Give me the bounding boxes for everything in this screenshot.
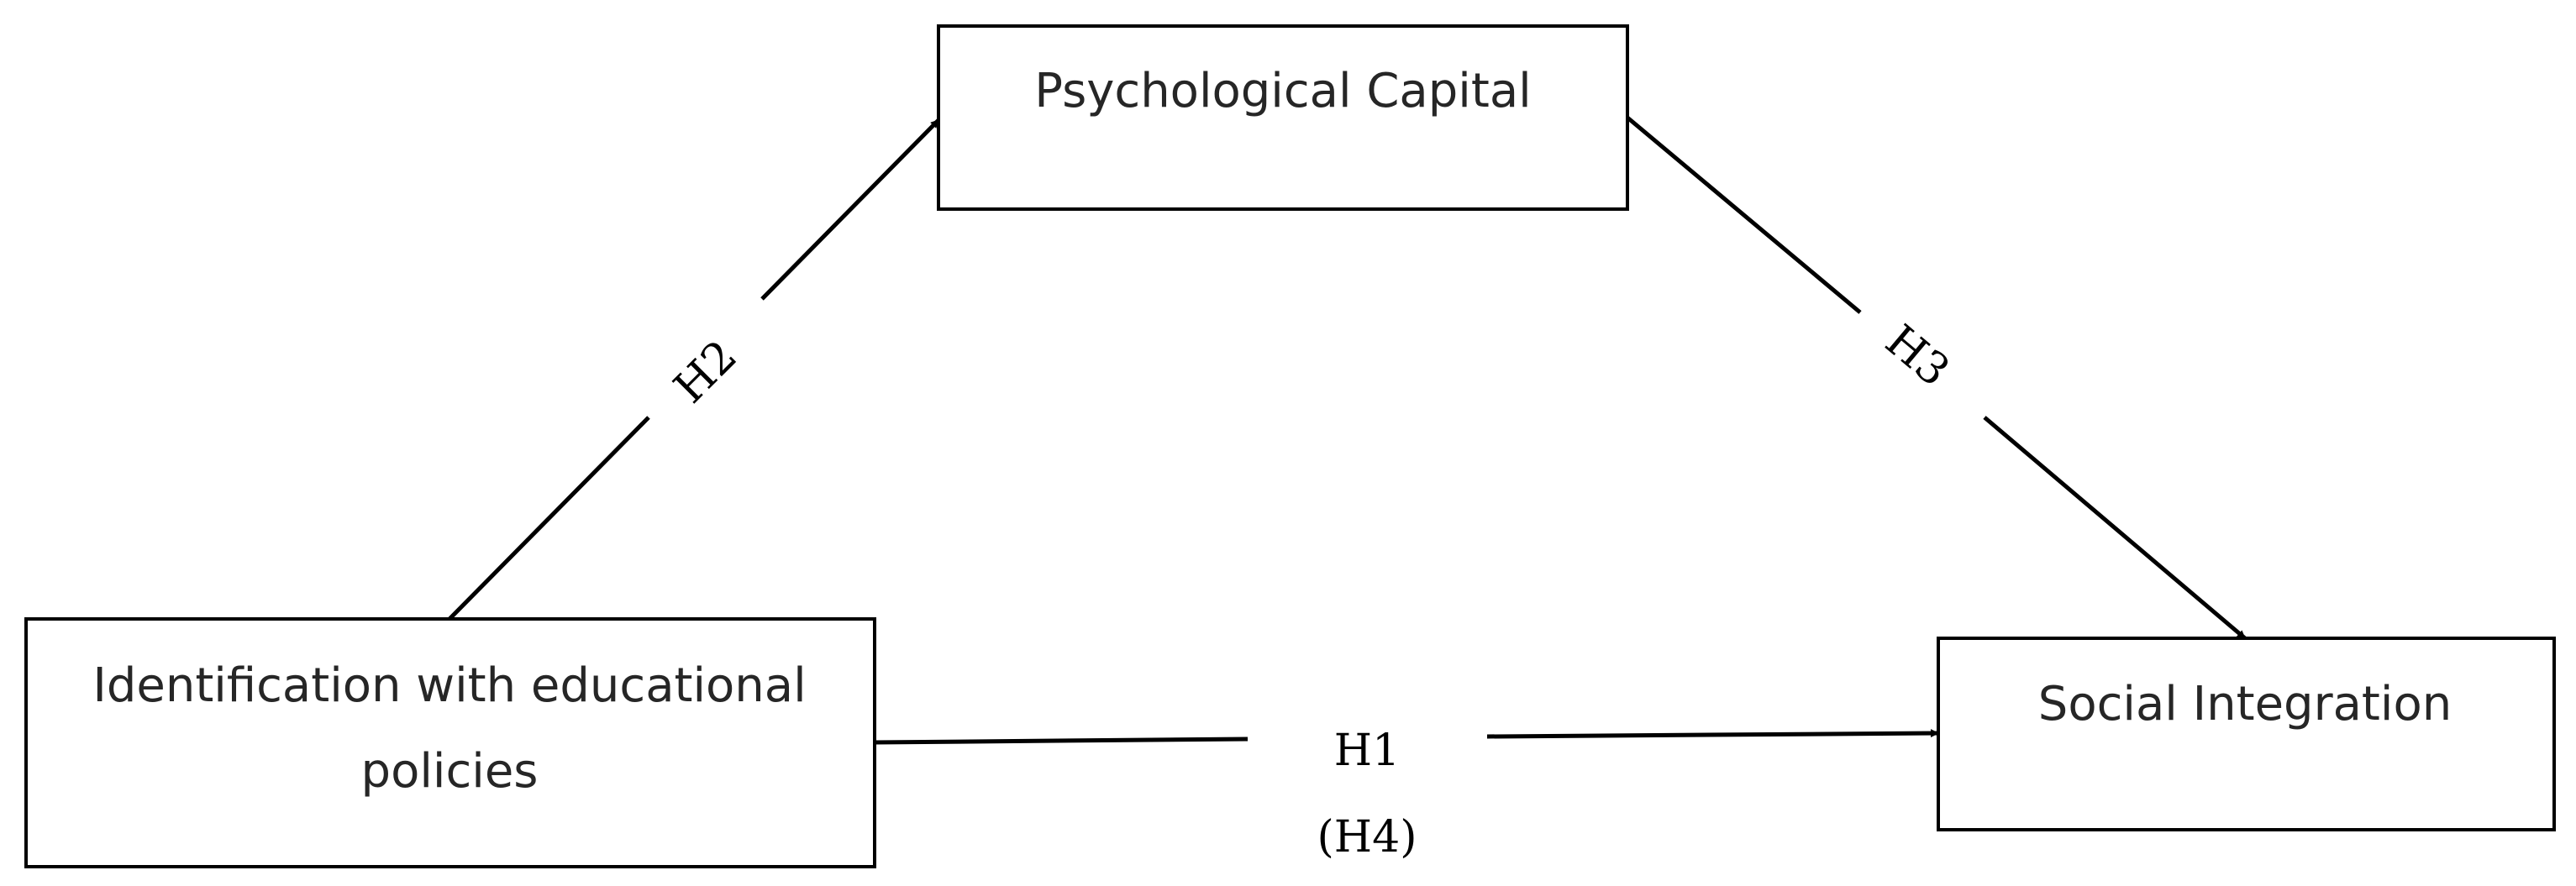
psychological-capital-box bbox=[937, 24, 1629, 211]
social-integration-label: Social Integration bbox=[2038, 677, 2452, 731]
edge-h1-label: H1 bbox=[1334, 726, 1400, 776]
edge-h3-arrow bbox=[1983, 416, 2247, 640]
social-integration-box bbox=[1937, 637, 2556, 831]
edge-h1-arrow bbox=[1486, 729, 1939, 739]
edge-h2-label-group: H2 bbox=[665, 331, 747, 413]
edge-h1-segment-1 bbox=[874, 737, 1249, 745]
edge-h3-segment-1 bbox=[1626, 116, 1862, 314]
edge-h3-label: H3 bbox=[1876, 316, 1959, 396]
edge-h2-segment-1 bbox=[448, 416, 650, 621]
identification-box bbox=[24, 617, 876, 868]
psychological-capital-label: Psychological Capital bbox=[1034, 64, 1531, 118]
edge-h4-label: (H4) bbox=[1317, 812, 1417, 862]
edge-h2-arrow bbox=[760, 118, 940, 301]
identification-label-line2: policies bbox=[361, 744, 539, 799]
identification-label-line1: Identification with educational bbox=[92, 658, 806, 713]
edge-h3-label-group: H3 bbox=[1876, 316, 1959, 396]
edge-h2-label: H2 bbox=[665, 331, 747, 413]
